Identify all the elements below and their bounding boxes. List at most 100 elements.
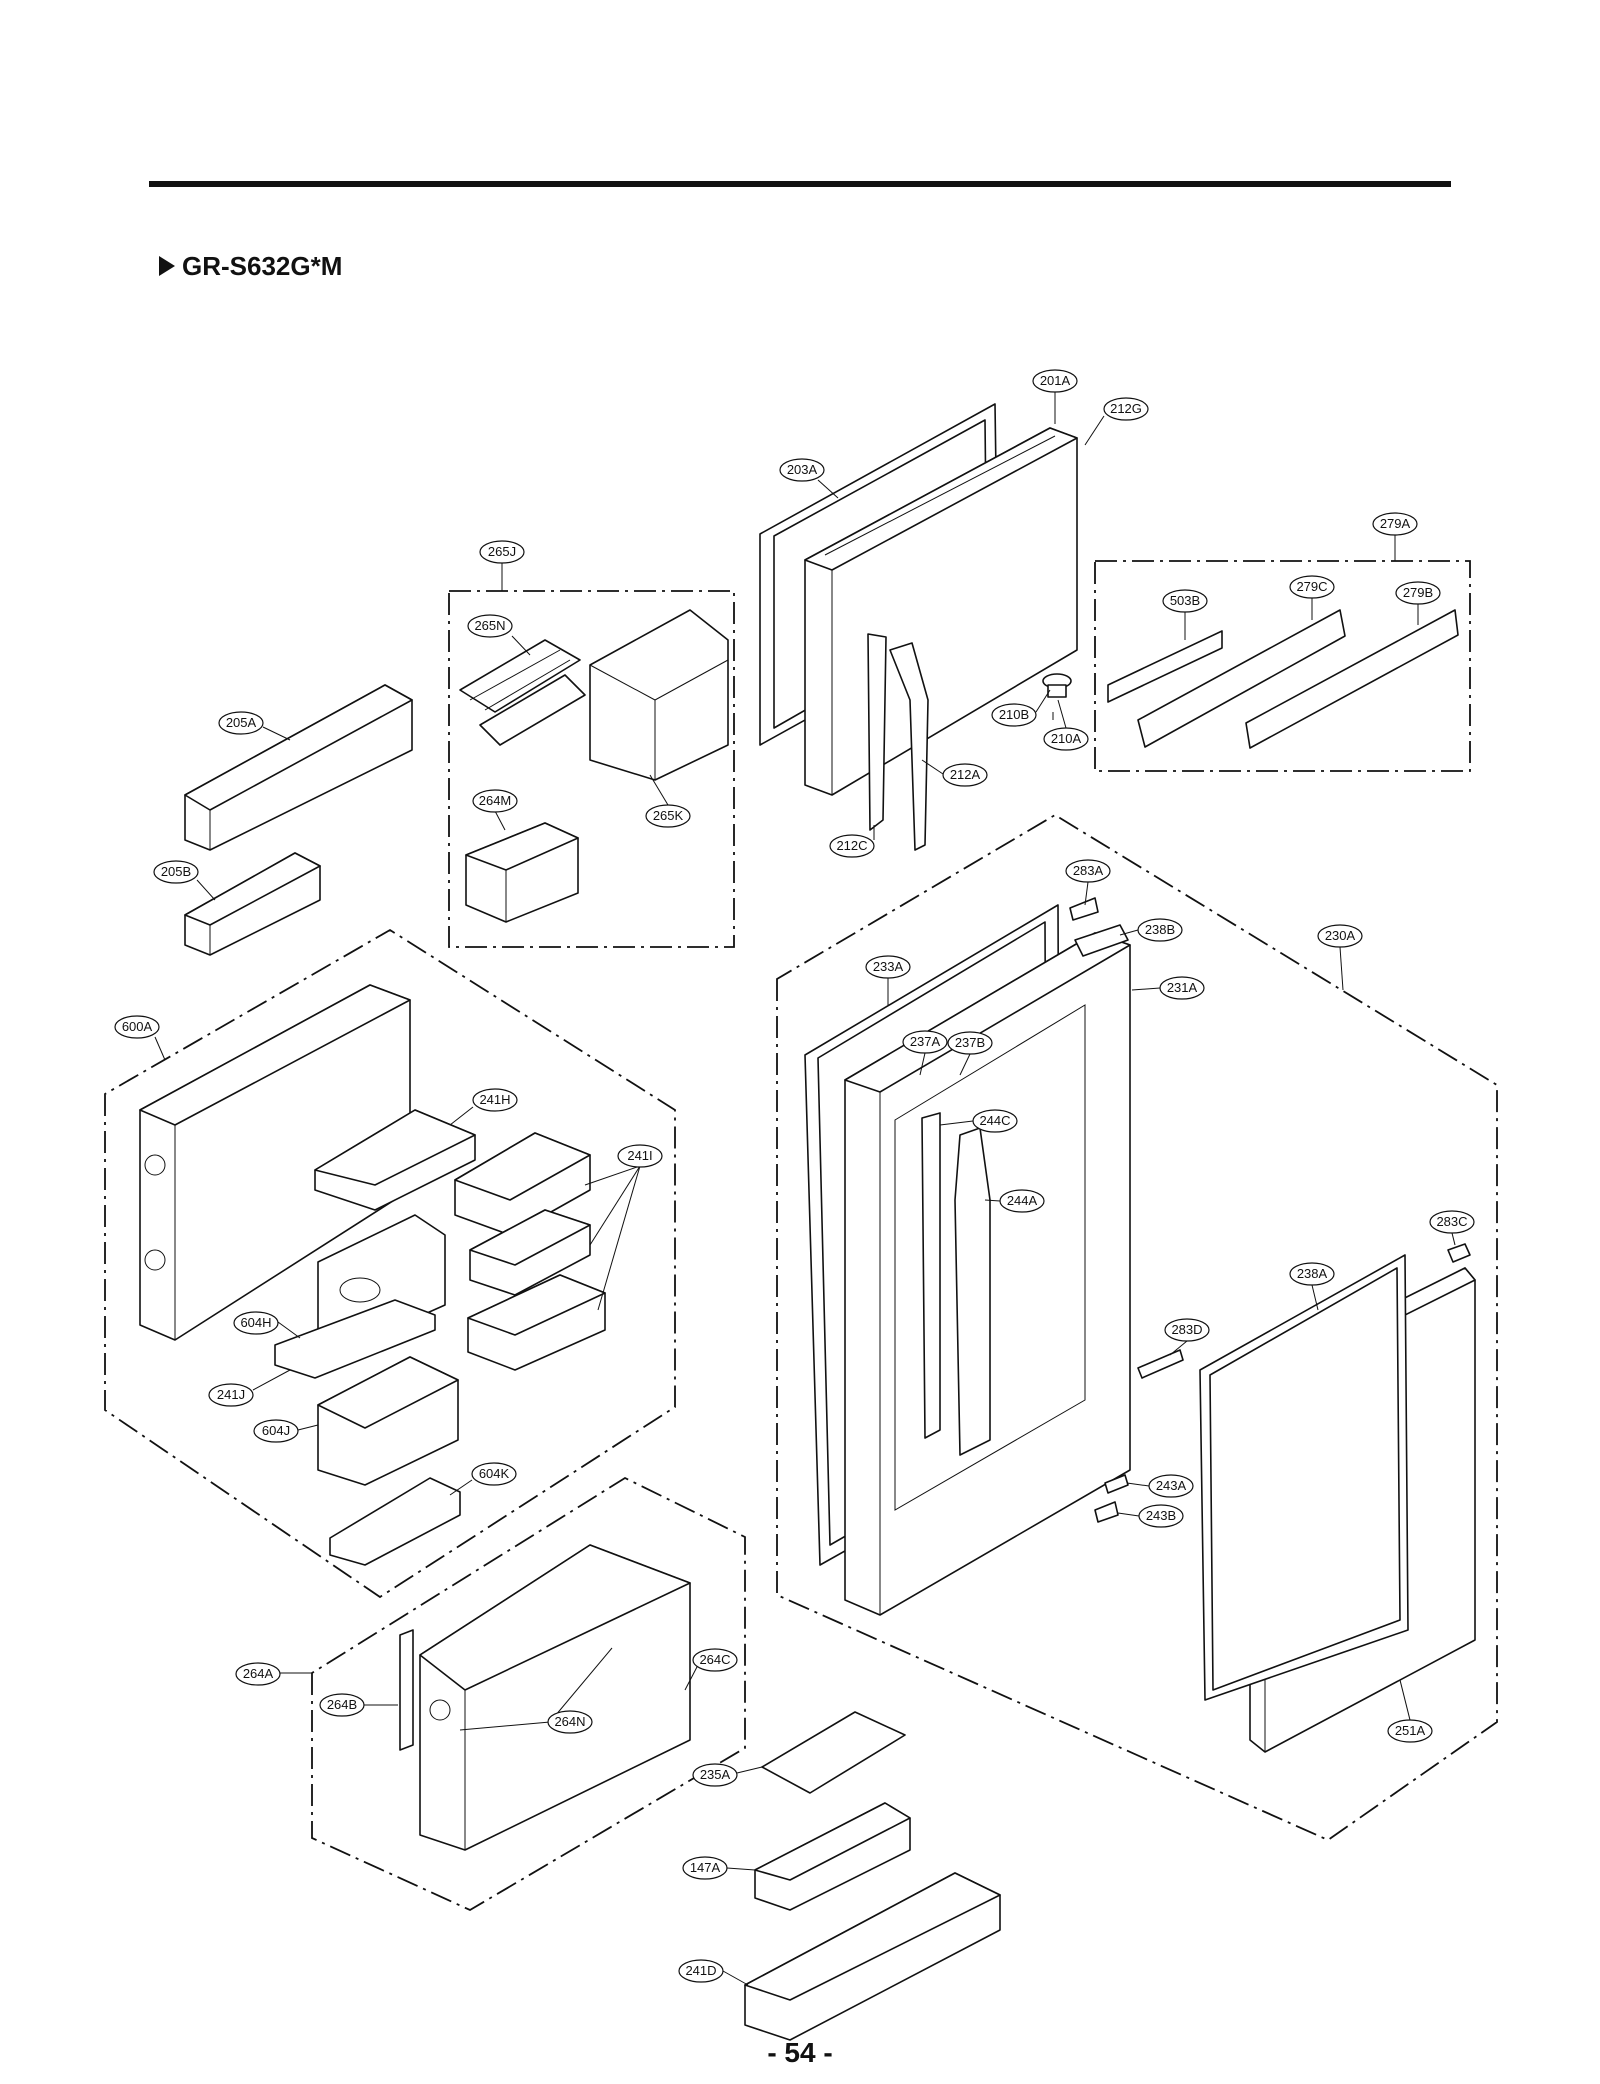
group-boundary-279A — [1094, 560, 1471, 772]
svg-text:230A: 230A — [1325, 928, 1356, 943]
callout-241I: 241I — [584, 1144, 663, 1311]
bin-241I-2 — [469, 1209, 591, 1296]
callout-264C: 264C — [684, 1648, 738, 1691]
svg-text:264A: 264A — [243, 1666, 274, 1681]
callout-283D: 283D — [1164, 1318, 1210, 1356]
part-283A — [1069, 897, 1099, 921]
door-basket-205A — [184, 684, 413, 851]
callout-283A: 283A — [1065, 859, 1111, 906]
handle-212A — [889, 642, 929, 851]
callout-201A: 201A — [1032, 369, 1078, 424]
svg-text:233A: 233A — [873, 959, 904, 974]
callout-237B: 237B — [947, 1031, 993, 1076]
svg-text:283D: 283D — [1171, 1322, 1202, 1337]
callout-283C: 283C — [1429, 1210, 1475, 1246]
svg-text:231A: 231A — [1167, 980, 1198, 995]
model-title: GR-S632G*M — [182, 251, 342, 281]
svg-text:600A: 600A — [122, 1019, 153, 1034]
svg-text:283C: 283C — [1436, 1214, 1467, 1229]
part-279B — [1245, 609, 1459, 749]
svg-text:212G: 212G — [1110, 401, 1142, 416]
group-boundary-230A — [776, 813, 1498, 1842]
callout-230A: 230A — [1317, 924, 1363, 991]
svg-text:212C: 212C — [836, 838, 867, 853]
svg-text:237A: 237A — [910, 1034, 941, 1049]
callout-243A: 243A — [1126, 1474, 1194, 1498]
basket-604J — [317, 1356, 459, 1486]
hinge-210A — [1042, 673, 1072, 720]
callout-264N: 264N — [459, 1647, 613, 1734]
door-basket-205B — [184, 852, 321, 956]
callout-264M: 264M — [472, 789, 518, 831]
group-boundary-600A — [104, 928, 676, 1599]
callout-212G: 212G — [1084, 397, 1149, 446]
callout-205A: 205A — [218, 711, 291, 741]
ice-bin-265K — [589, 609, 729, 781]
callout-244C: 244C — [939, 1109, 1018, 1133]
svg-text:264N: 264N — [554, 1714, 585, 1729]
bin-241I-1 — [454, 1132, 591, 1236]
callout-238A: 238A — [1289, 1262, 1335, 1311]
svg-text:503B: 503B — [1170, 593, 1200, 608]
shelf-241H — [314, 1109, 476, 1211]
svg-text:238B: 238B — [1145, 922, 1175, 937]
tray-604H — [274, 1299, 436, 1379]
handle-244A — [954, 1127, 991, 1456]
svg-text:238A: 238A — [1297, 1266, 1328, 1281]
callout-264A: 264A — [235, 1662, 312, 1686]
bin-241I-3 — [467, 1274, 606, 1371]
callout-212A: 212A — [921, 759, 988, 787]
svg-text:203A: 203A — [787, 462, 818, 477]
svg-text:244C: 244C — [979, 1113, 1010, 1128]
svg-text:243A: 243A — [1156, 1478, 1187, 1493]
hinge-238B — [1074, 924, 1129, 957]
callout-604K: 604K — [449, 1462, 517, 1496]
svg-text:241I: 241I — [627, 1148, 652, 1163]
callout-231A: 231A — [1131, 976, 1205, 1000]
svg-text:243B: 243B — [1146, 1508, 1176, 1523]
header-rule — [149, 181, 1451, 187]
basket-241D — [744, 1872, 1001, 2041]
svg-text:265K: 265K — [653, 808, 684, 823]
callout-279B: 279B — [1395, 581, 1441, 625]
svg-text:210A: 210A — [1051, 731, 1082, 746]
callout-251A: 251A — [1387, 1679, 1433, 1743]
svg-text:279A: 279A — [1380, 516, 1411, 531]
title-arrow-icon — [159, 256, 175, 276]
svg-text:212A: 212A — [950, 767, 981, 782]
svg-text:604K: 604K — [479, 1466, 510, 1481]
callout-279A: 279A — [1372, 512, 1418, 561]
svg-text:244A: 244A — [1007, 1193, 1038, 1208]
callout-264B: 264B — [319, 1693, 398, 1717]
svg-text:241D: 241D — [685, 1963, 716, 1978]
callout-203A: 203A — [779, 458, 839, 499]
svg-text:279B: 279B — [1403, 585, 1433, 600]
callout-210B: 210B — [991, 689, 1051, 727]
callout-235A: 235A — [692, 1763, 763, 1787]
page-number: - 54 - — [767, 2037, 832, 2068]
part-283D — [1137, 1349, 1184, 1379]
callout-604H: 604H — [233, 1311, 301, 1339]
callout-233A: 233A — [865, 955, 911, 1005]
bin-264M — [465, 822, 579, 923]
svg-text:264M: 264M — [479, 793, 512, 808]
callout-243B: 243B — [1117, 1504, 1184, 1528]
svg-text:604H: 604H — [240, 1315, 271, 1330]
callout-265N: 265N — [467, 614, 531, 656]
callout-244A: 244A — [984, 1189, 1045, 1213]
callout-241H: 241H — [449, 1088, 518, 1126]
group-boundary-264A — [311, 1476, 746, 1912]
hinge-243B — [1094, 1501, 1119, 1523]
svg-text:251A: 251A — [1395, 1723, 1426, 1738]
drawer-264A — [419, 1544, 691, 1851]
handle-bracket-212C — [867, 633, 887, 831]
callout-237A: 237A — [902, 1030, 948, 1076]
callout-265K: 265K — [645, 774, 691, 828]
svg-text:264B: 264B — [327, 1697, 357, 1712]
svg-text:205A: 205A — [226, 715, 257, 730]
callout-238B: 238B — [1119, 918, 1183, 942]
callout-205B: 205B — [153, 860, 216, 901]
part-503B — [1107, 630, 1223, 703]
svg-text:210B: 210B — [999, 707, 1029, 722]
svg-text:241J: 241J — [217, 1387, 245, 1402]
